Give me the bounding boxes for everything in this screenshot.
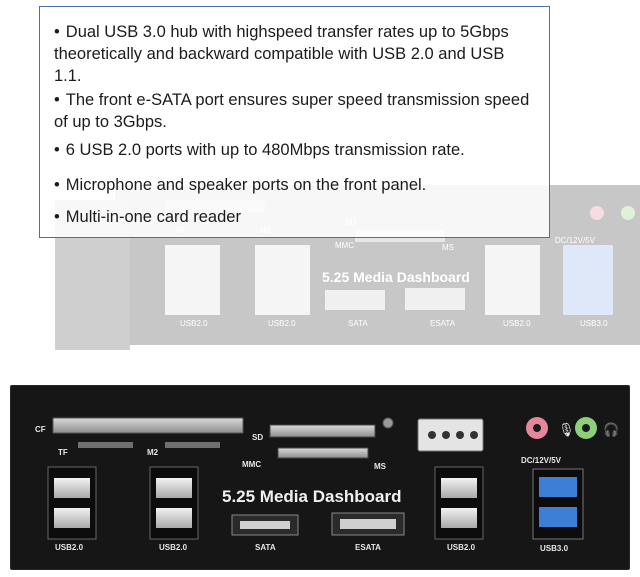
panel-title: 5.25 Media Dashboard	[222, 487, 402, 506]
usb3-label: USB3.0	[540, 544, 569, 553]
tf-label: TF	[58, 448, 68, 457]
usb2-port[interactable]	[441, 508, 477, 528]
ghost-sata-label: SATA	[348, 319, 368, 328]
ghost-ms-label: MS	[442, 243, 454, 252]
ghost-usb2-label-2: USB2.0	[268, 319, 296, 328]
sata-label: SATA	[255, 543, 276, 552]
sd-label: SD	[252, 433, 263, 442]
usb2-port[interactable]	[54, 478, 90, 498]
bullet-dot: •	[54, 91, 60, 109]
usb3-port[interactable]	[539, 477, 577, 497]
feature-text: Multi-in-one card reader	[65, 208, 241, 226]
sd-card-slot[interactable]	[269, 424, 376, 438]
usb3-port[interactable]	[539, 507, 577, 527]
feature-item: • 6 USB 2.0 ports with up to 480Mbps tran…	[54, 139, 534, 161]
ghost-esata-label: ESATA	[430, 319, 456, 328]
esata-label: ESATA	[355, 543, 381, 552]
microphone-icon: 🎙	[558, 422, 575, 437]
bullet-dot: •	[54, 208, 60, 226]
ghost-panel-title: 5.25 Media Dashboard	[322, 269, 470, 285]
feature-text: Microphone and speaker ports on the fron…	[65, 176, 427, 194]
feature-callout: •Dual USB 3.0 hub with highspeed transfe…	[39, 6, 550, 238]
feature-text: The front e-SATA port ensures super spee…	[54, 91, 530, 131]
usb2-port[interactable]	[54, 508, 90, 528]
ghost-dc-label: DC/12V/5V	[555, 236, 596, 245]
cf-label: CF	[35, 425, 46, 434]
molex-power-connector	[417, 418, 484, 452]
feature-item: •The front e-SATA port ensures super spe…	[54, 89, 534, 133]
ghost-usb2-label-3: USB2.0	[503, 319, 531, 328]
ms-label: MS	[374, 462, 387, 471]
media-dashboard-panel: CF TF M2 SD MMC MS 🎙 🎧 DC/12V/5V USB2.0 …	[10, 385, 630, 570]
bullet-dot: •	[54, 176, 60, 194]
usb2-label-2: USB2.0	[159, 543, 188, 552]
ghost-mmc-label: MMC	[335, 241, 354, 250]
usb2-port[interactable]	[156, 508, 192, 528]
feature-text: 6 USB 2.0 ports with up to 480Mbps trans…	[65, 141, 465, 159]
bullet-dot: •	[54, 141, 60, 159]
m2-card-slot[interactable]	[165, 442, 220, 448]
m2-label: M2	[147, 448, 159, 457]
ghost-usb2-label-1: USB2.0	[180, 319, 208, 328]
headphone-icon: 🎧	[603, 422, 619, 437]
bullet-dot: •	[54, 23, 60, 41]
cf-card-slot[interactable]	[52, 417, 244, 434]
usb2-label-3: USB2.0	[447, 543, 476, 552]
usb2-port[interactable]	[441, 478, 477, 498]
mmc-ms-card-slot[interactable]	[277, 447, 369, 459]
feature-text: Dual USB 3.0 hub with highspeed transfer…	[54, 23, 509, 85]
feature-item: • Multi-in-one card reader	[54, 206, 534, 228]
mmc-label: MMC	[242, 460, 261, 469]
screw-icon	[382, 417, 394, 429]
ghost-usb3-label: USB3.0	[580, 319, 608, 328]
usb2-label-1: USB2.0	[55, 543, 84, 552]
feature-item: •Dual USB 3.0 hub with highspeed transfe…	[54, 21, 534, 87]
usb2-port[interactable]	[156, 478, 192, 498]
feature-item: • Microphone and speaker ports on the fro…	[54, 174, 534, 196]
tf-card-slot[interactable]	[78, 442, 133, 448]
dc-label: DC/12V/5V	[521, 456, 562, 465]
